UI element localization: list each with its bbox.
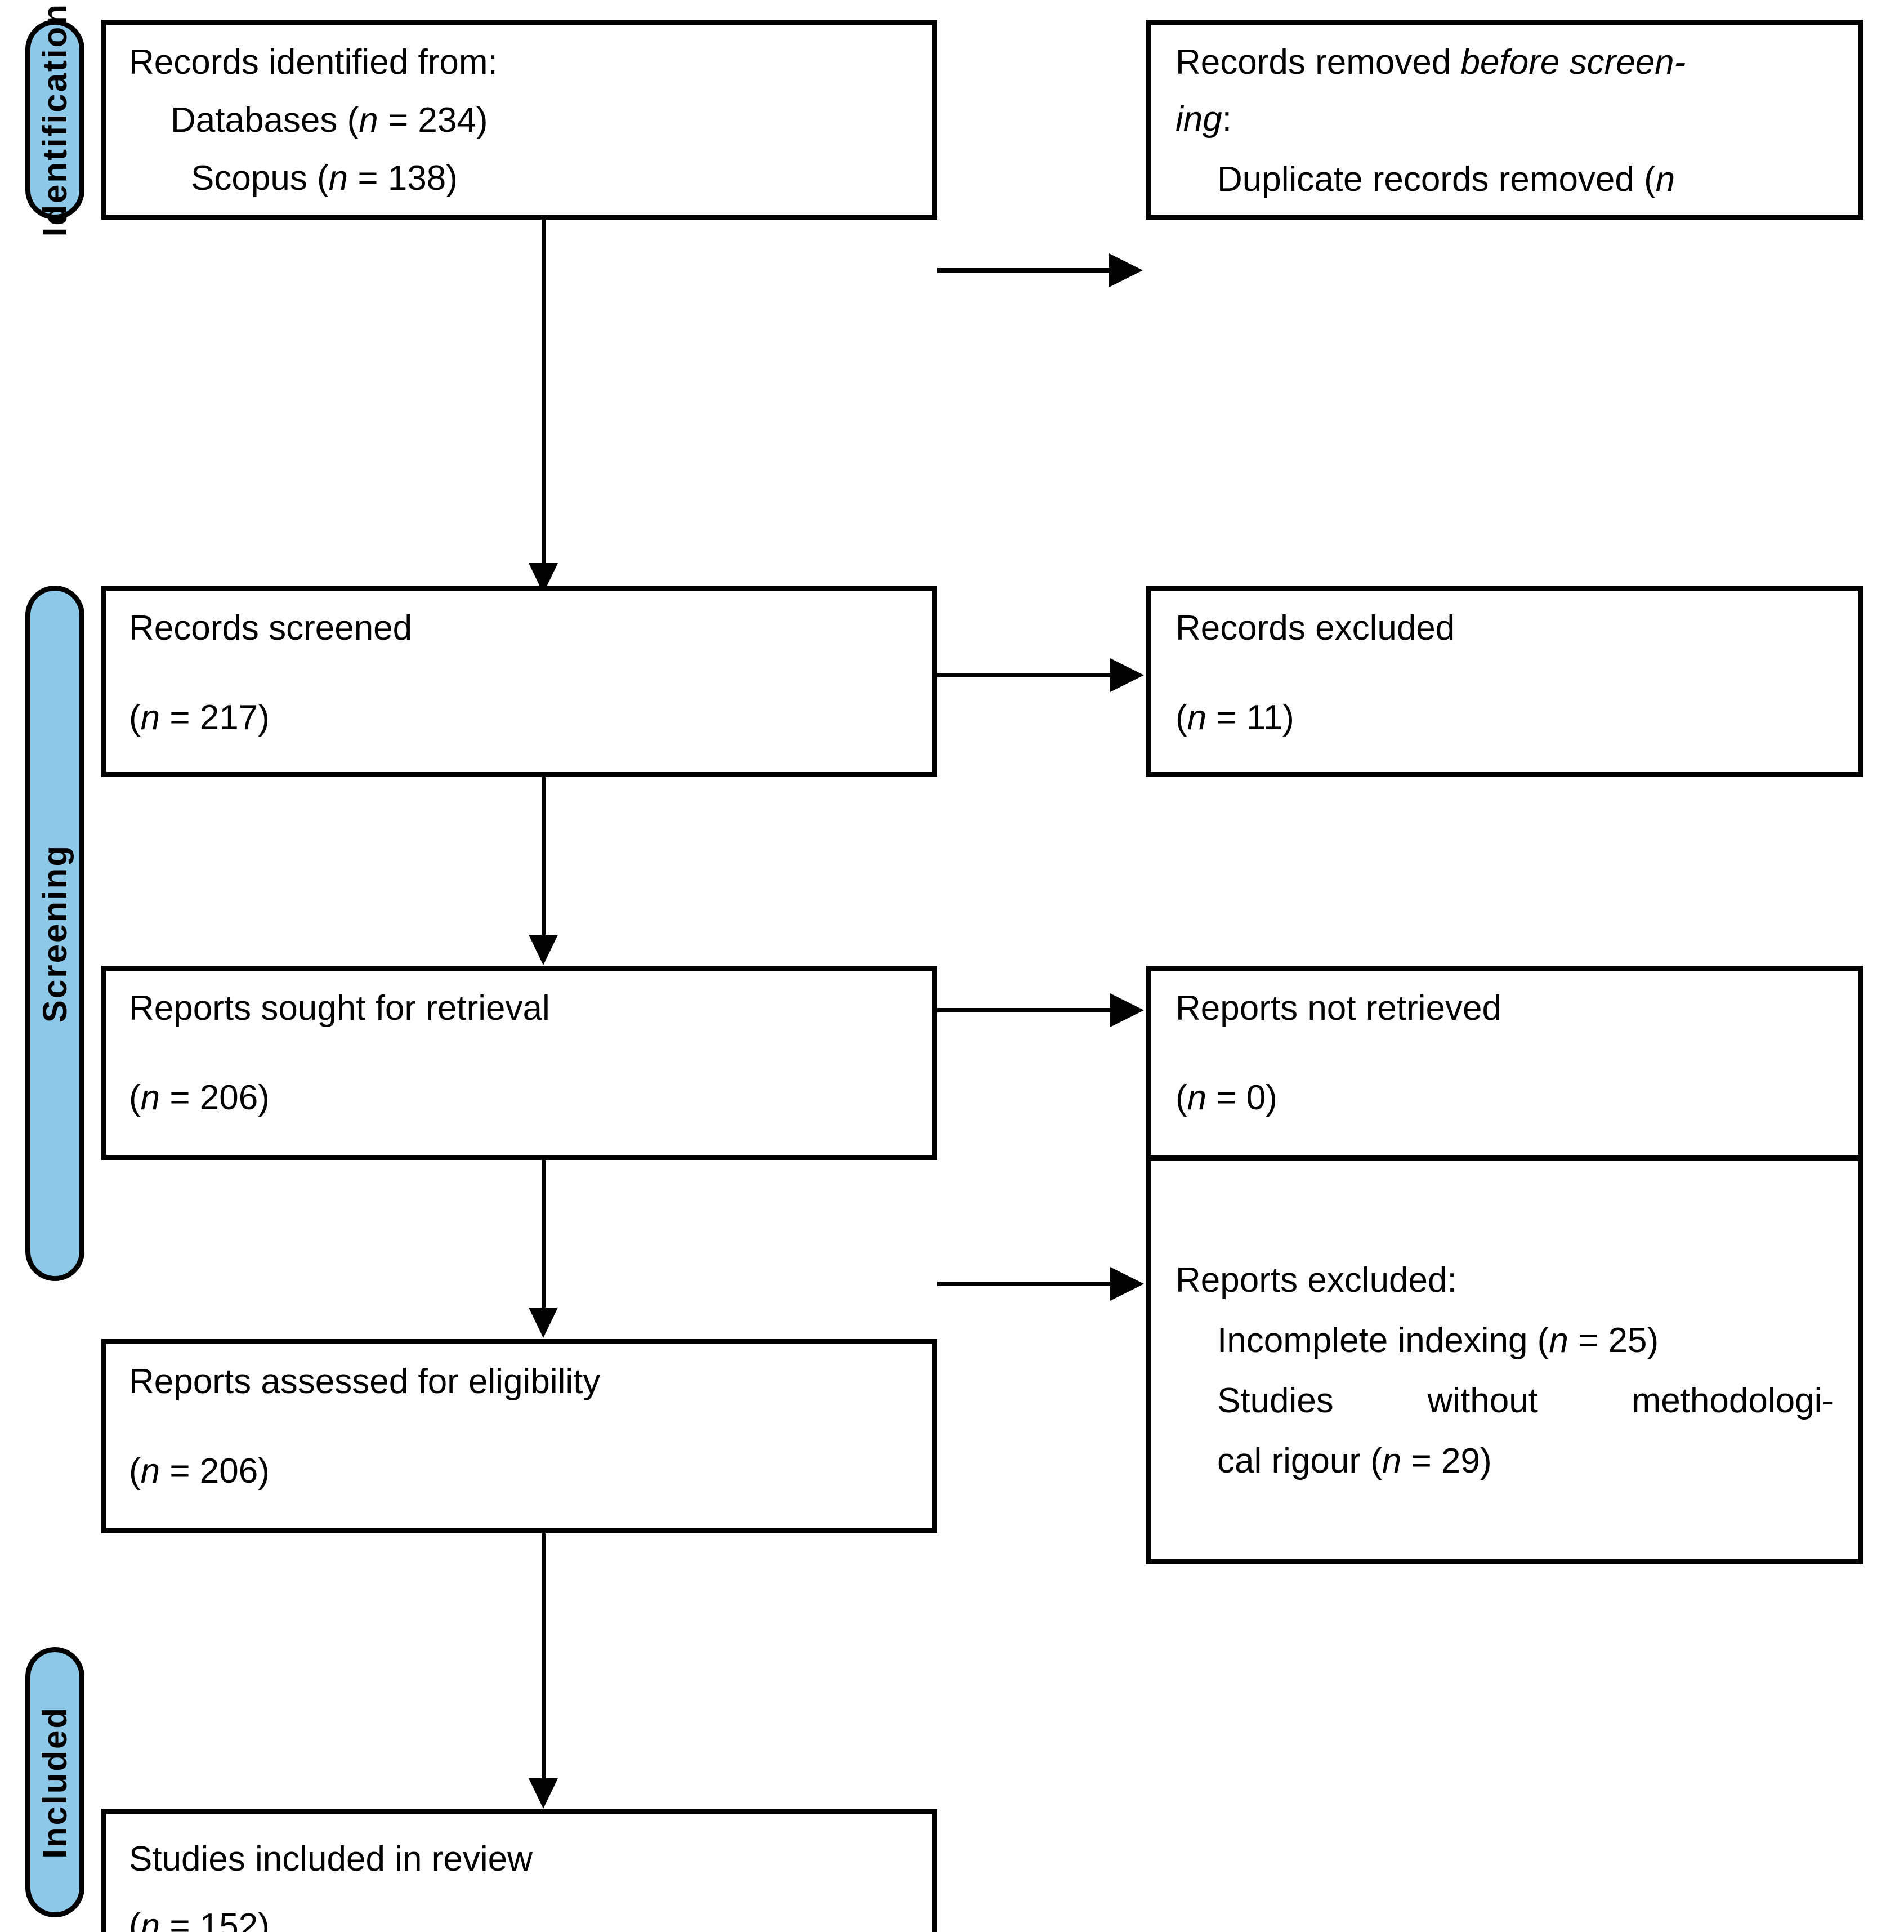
connector-assessed-to-excluded-line	[937, 1282, 1113, 1286]
n-italic: n	[1187, 698, 1207, 737]
connector-sought-to-not-retrieved-arrow	[1110, 993, 1144, 1027]
n-italic: n	[1549, 1320, 1568, 1360]
connector-screened-to-excluded-line	[937, 673, 1113, 677]
records-screened-title: Records screened	[129, 609, 413, 648]
connector-sought-to-assessed-line	[542, 1160, 546, 1313]
incomplete-indexing-count: = 25)	[1568, 1320, 1659, 1360]
records-screened-count: (n = 217)	[129, 699, 910, 737]
paren-open: (	[129, 698, 141, 737]
connector-sought-to-assessed-arrow	[529, 1308, 558, 1338]
box-reports-assessed: Reports assessed for eligibility (n = 20…	[101, 1339, 937, 1533]
n-italic: n	[1187, 1078, 1207, 1117]
n-italic: n	[328, 158, 348, 198]
connector-identified-to-removed-arrow	[1109, 253, 1143, 287]
stage-pill-screening: Screening	[25, 586, 84, 1281]
connector-sought-to-not-retrieved-line	[937, 1008, 1113, 1012]
count-value: = 217)	[160, 698, 270, 737]
ing-italic: ing	[1176, 99, 1222, 139]
paren-open: (	[129, 1451, 141, 1491]
box-reports-sought: Reports sought for retrieval (n = 206)	[101, 966, 937, 1160]
scopus-label: Scopus (	[191, 158, 329, 198]
scopus-count: = 138)	[348, 158, 458, 198]
databases-count: = 234)	[378, 100, 488, 140]
count-value: = 206)	[160, 1451, 270, 1491]
box-records-removed-before-screening: Records removed before screen- ing: Dupl…	[1146, 20, 1863, 220]
records-identified-wos: Web of Science (n = 96)	[129, 218, 910, 220]
before-screening-italic: before screen-	[1460, 43, 1686, 82]
paren-open: (	[1176, 698, 1187, 737]
records-removed-title: Records removed before screen-	[1176, 43, 1834, 82]
connector-identified-to-screened-line	[542, 220, 546, 569]
reports-not-retrieved-title: Reports not retrieved	[1176, 989, 1501, 1028]
studies-included-title: Studies included in review	[129, 1840, 533, 1879]
stage-pill-identification: Identification	[25, 3, 84, 237]
n-italic: n	[1382, 1441, 1402, 1480]
connector-assessed-to-excluded-arrow	[1110, 1267, 1144, 1301]
records-removed-plain: Records removed	[1176, 43, 1461, 82]
n-italic: n	[140, 1906, 160, 1932]
incomplete-indexing-label: Incomplete indexing (	[1217, 1320, 1549, 1360]
paren-open: (	[1176, 1078, 1187, 1117]
duplicate-label: Duplicate records removed (	[1217, 159, 1656, 199]
connector-screened-to-sought-arrow	[529, 935, 558, 965]
stage-label-included: Included	[36, 1706, 74, 1859]
n-italic: n	[140, 698, 160, 737]
paren-open: (	[129, 1906, 141, 1932]
reports-assessed-count: (n = 206)	[129, 1451, 910, 1491]
duplicate-records-count: = 17)	[1176, 218, 1834, 220]
count-value: = 206)	[160, 1078, 270, 1117]
paren-open: (	[129, 1078, 141, 1117]
reports-assessed-title: Reports assessed for eligibility	[129, 1362, 601, 1401]
records-excluded-count: (n = 11)	[1176, 699, 1834, 737]
n-italic: n	[359, 100, 378, 140]
wos-count: = 96)	[475, 217, 565, 220]
rigour-count: = 29)	[1401, 1441, 1492, 1480]
box-studies-included: Studies included in review (n = 152) Rep…	[101, 1809, 937, 1932]
records-identified-databases: Databases (n = 234)	[129, 100, 910, 140]
count-value: = 152)	[160, 1906, 270, 1932]
count-value: = 0)	[1206, 1078, 1277, 1117]
box-records-screened: Records screened (n = 217)	[101, 586, 937, 777]
connector-identified-to-removed-line	[937, 268, 1112, 273]
reports-sought-count: (n = 206)	[129, 1079, 910, 1117]
connector-assessed-to-included-arrow	[529, 1778, 558, 1809]
reports-sought-title: Reports sought for retrieval	[129, 989, 550, 1028]
records-excluded-title: Records excluded	[1176, 609, 1455, 648]
rigour-label: cal rigour (	[1217, 1441, 1382, 1480]
reports-excluded-title: Reports excluded:	[1176, 1261, 1457, 1300]
n-italic: n	[140, 1451, 160, 1491]
stage-label-identification: Identification	[36, 2, 74, 237]
n-italic: n	[1655, 159, 1675, 199]
stage-label-screening: Screening	[36, 844, 74, 1023]
reports-excluded-incomplete-indexing: Incomplete indexing (n = 25)	[1176, 1322, 1834, 1360]
duplicate-records-removed: Duplicate records removed (n	[1176, 159, 1834, 199]
studies-included-count: (n = 152)	[129, 1906, 910, 1932]
wos-label: Web of Science (	[191, 217, 456, 220]
box-records-excluded: Records excluded (n = 11)	[1146, 586, 1863, 777]
n-italic: n	[140, 1078, 160, 1117]
reports-not-retrieved-count: (n = 0)	[1176, 1079, 1834, 1117]
records-identified-scopus: Scopus (n = 138)	[129, 158, 910, 198]
stage-pill-included: Included	[25, 1647, 84, 1917]
reports-excluded-no-rigour-line2: cal rigour (n = 29)	[1176, 1441, 1834, 1480]
connector-screened-to-excluded-arrow	[1110, 658, 1144, 692]
box-reports-not-retrieved: Reports not retrieved (n = 0)	[1146, 966, 1863, 1160]
databases-label: Databases (	[171, 100, 359, 140]
records-identified-title: Records identified from:	[129, 43, 498, 82]
count-value: = 11)	[1206, 698, 1294, 737]
colon: :	[1222, 99, 1232, 139]
box-reports-excluded: Reports excluded: Incomplete indexing (n…	[1146, 1156, 1863, 1564]
connector-assessed-to-included-line	[542, 1533, 546, 1784]
connector-screened-to-sought-line	[542, 777, 546, 940]
box-records-identified: Records identified from: Databases (n = …	[101, 20, 937, 220]
reports-excluded-no-rigour-line1: Studies without methodologi-	[1217, 1381, 1834, 1420]
n-italic: n	[456, 217, 475, 220]
records-removed-title-cont: ing:	[1176, 99, 1834, 139]
